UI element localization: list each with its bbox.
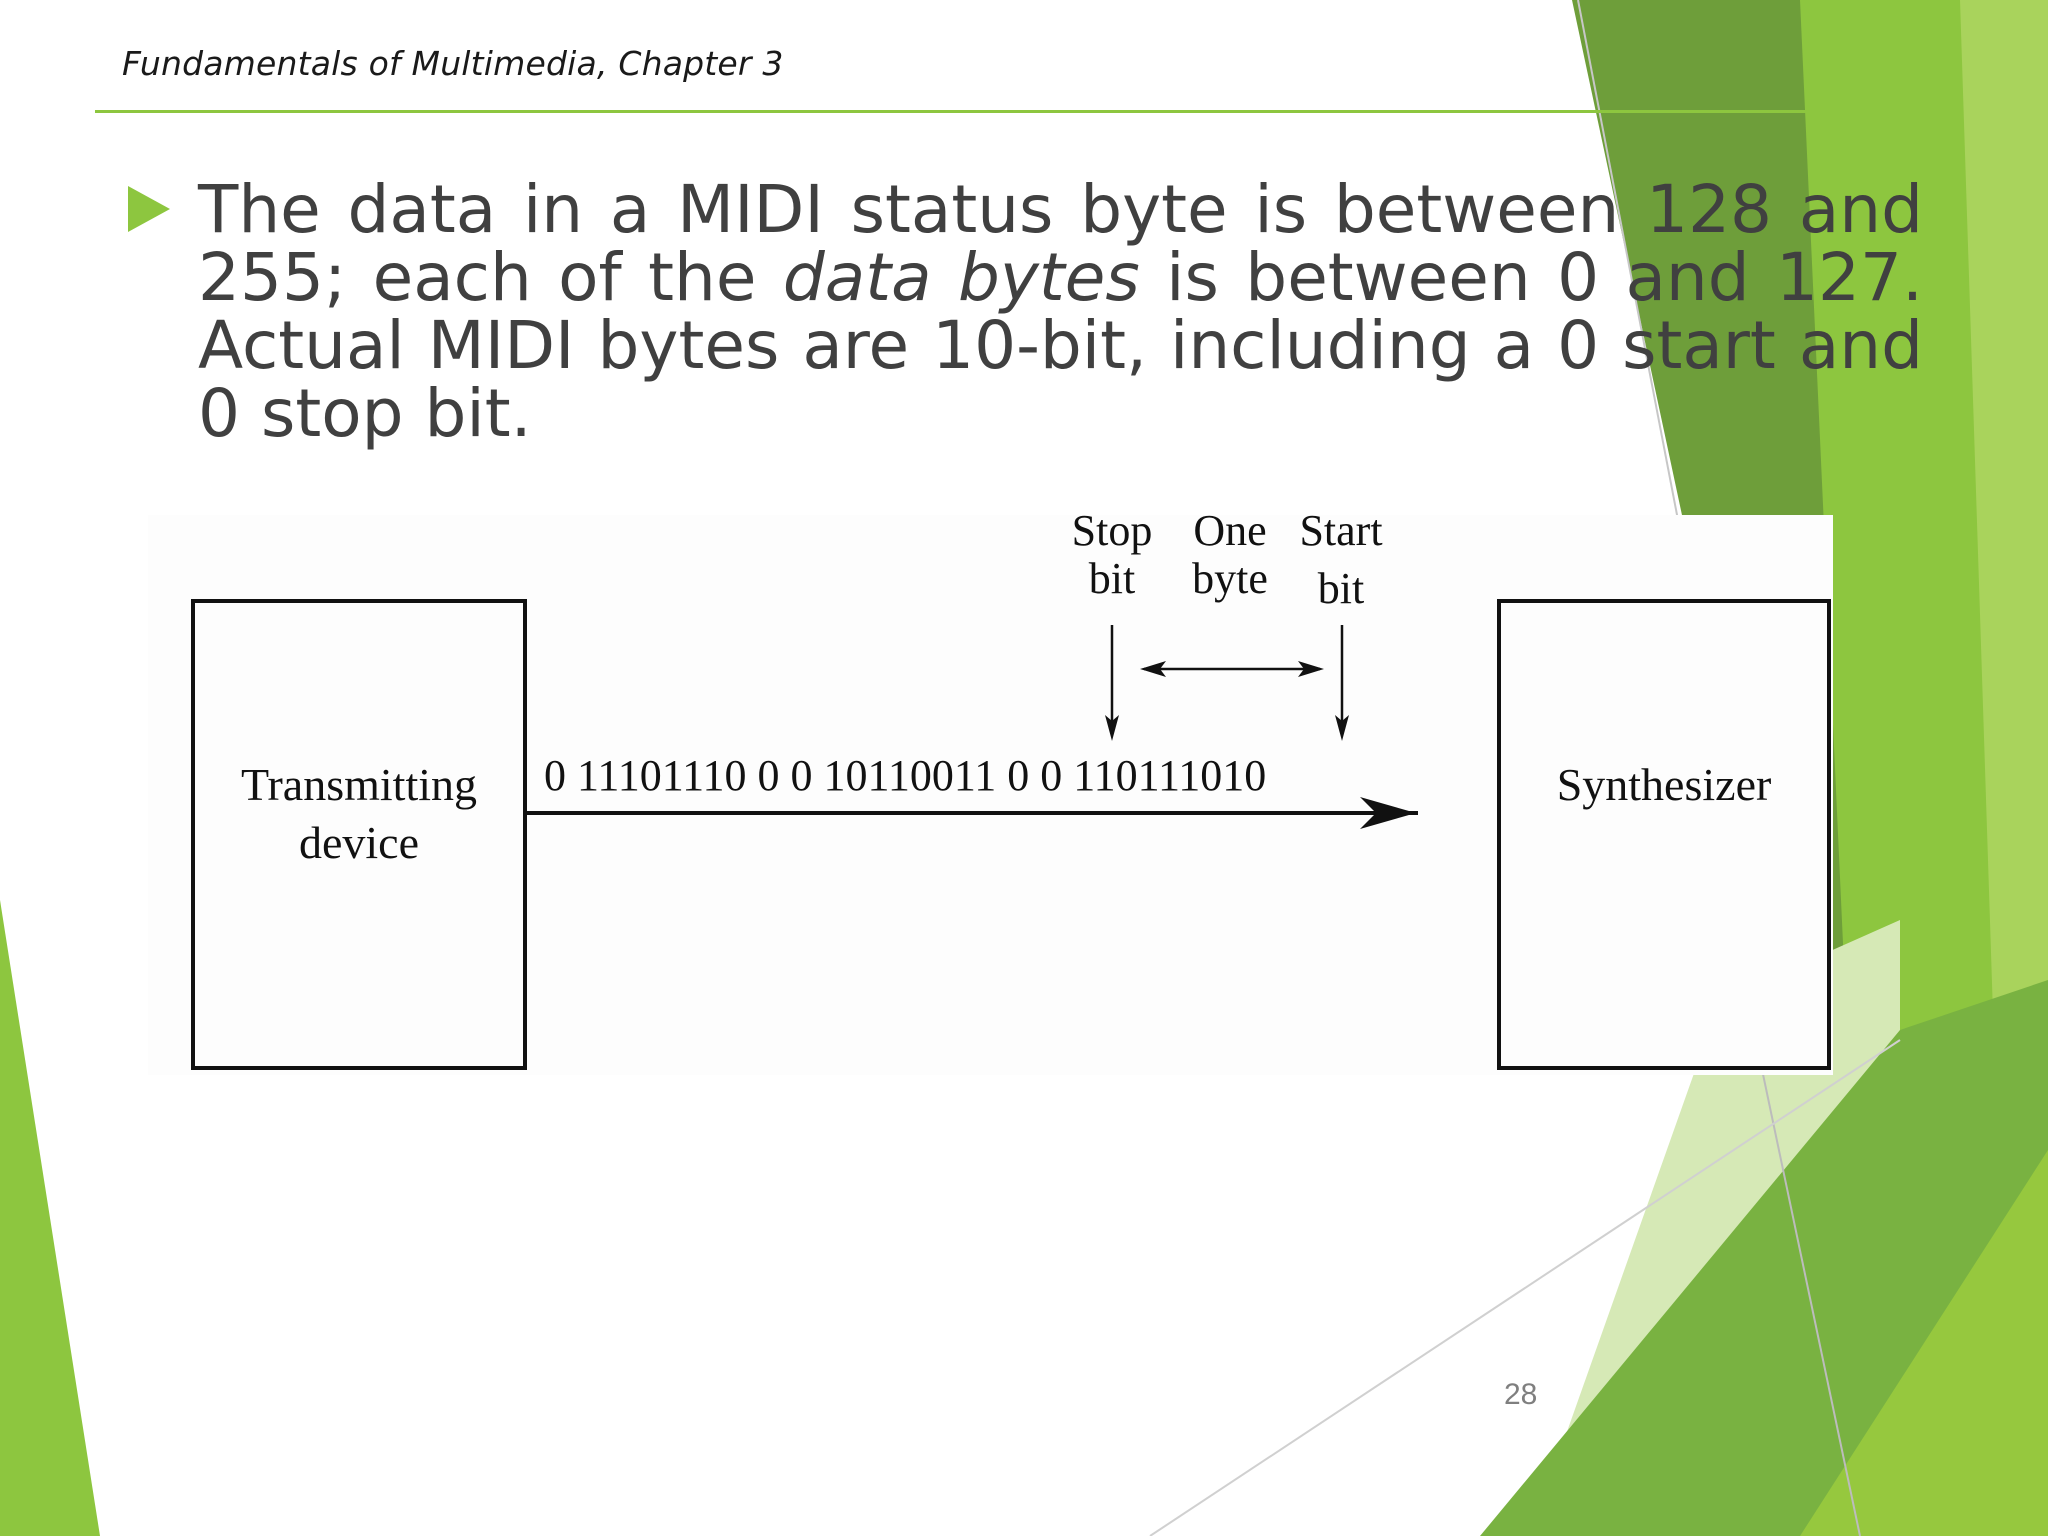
bullet-text: The data in a MIDI status byte is betwee… (198, 176, 1923, 448)
bullet-triangle-icon (128, 186, 170, 232)
one-byte-label-line1: One (1193, 515, 1266, 555)
slide-header: Fundamentals of Multimedia, Chapter 3 (122, 44, 784, 83)
bullet-text-part2: is between 0 and 127. Actual MIDI bytes … (198, 239, 1923, 452)
page-number: 28 (1504, 1378, 1538, 1411)
one-byte-label-line2: byte (1192, 554, 1268, 603)
bullet-text-part1: The data in a MIDI status byte is betwee… (198, 171, 1923, 316)
transmitting-device-label-line1: Transmitting (241, 759, 477, 810)
start-bit-label-line2: bit (1318, 564, 1364, 613)
start-bit-arrowhead-icon (1335, 715, 1349, 741)
deco-line-3 (1149, 1039, 1901, 1536)
header-divider (95, 110, 1953, 113)
transmission-arrowhead-icon (1360, 797, 1416, 829)
synthesizer-box (1497, 599, 1831, 1070)
stop-bit-arrowhead-icon (1105, 715, 1119, 741)
transmitting-device-box (191, 599, 527, 1070)
start-bit-label-line1: Start (1299, 515, 1382, 555)
stop-bit-label-line2: bit (1089, 554, 1135, 603)
transmitting-device-label-line2: device (299, 817, 419, 868)
deco-line-1 (1577, 0, 1679, 521)
one-byte-arrowhead-left-icon (1140, 661, 1166, 677)
stop-bit-label-line1: Stop (1072, 515, 1153, 555)
midi-diagram: Transmitting device Synthesizer 0 111011… (148, 515, 1833, 1075)
bullet-text-emphasis: data bytes (782, 239, 1140, 316)
deco-line-2 (1759, 1059, 1861, 1536)
synthesizer-label: Synthesizer (1557, 759, 1772, 810)
deco-shape-bottom-light (1800, 1150, 2048, 1536)
bitstream-text: 0 11101110 0 0 10110011 0 0 110111010 (544, 751, 1266, 800)
deco-shape-left (0, 900, 100, 1536)
one-byte-arrowhead-right-icon (1298, 661, 1324, 677)
